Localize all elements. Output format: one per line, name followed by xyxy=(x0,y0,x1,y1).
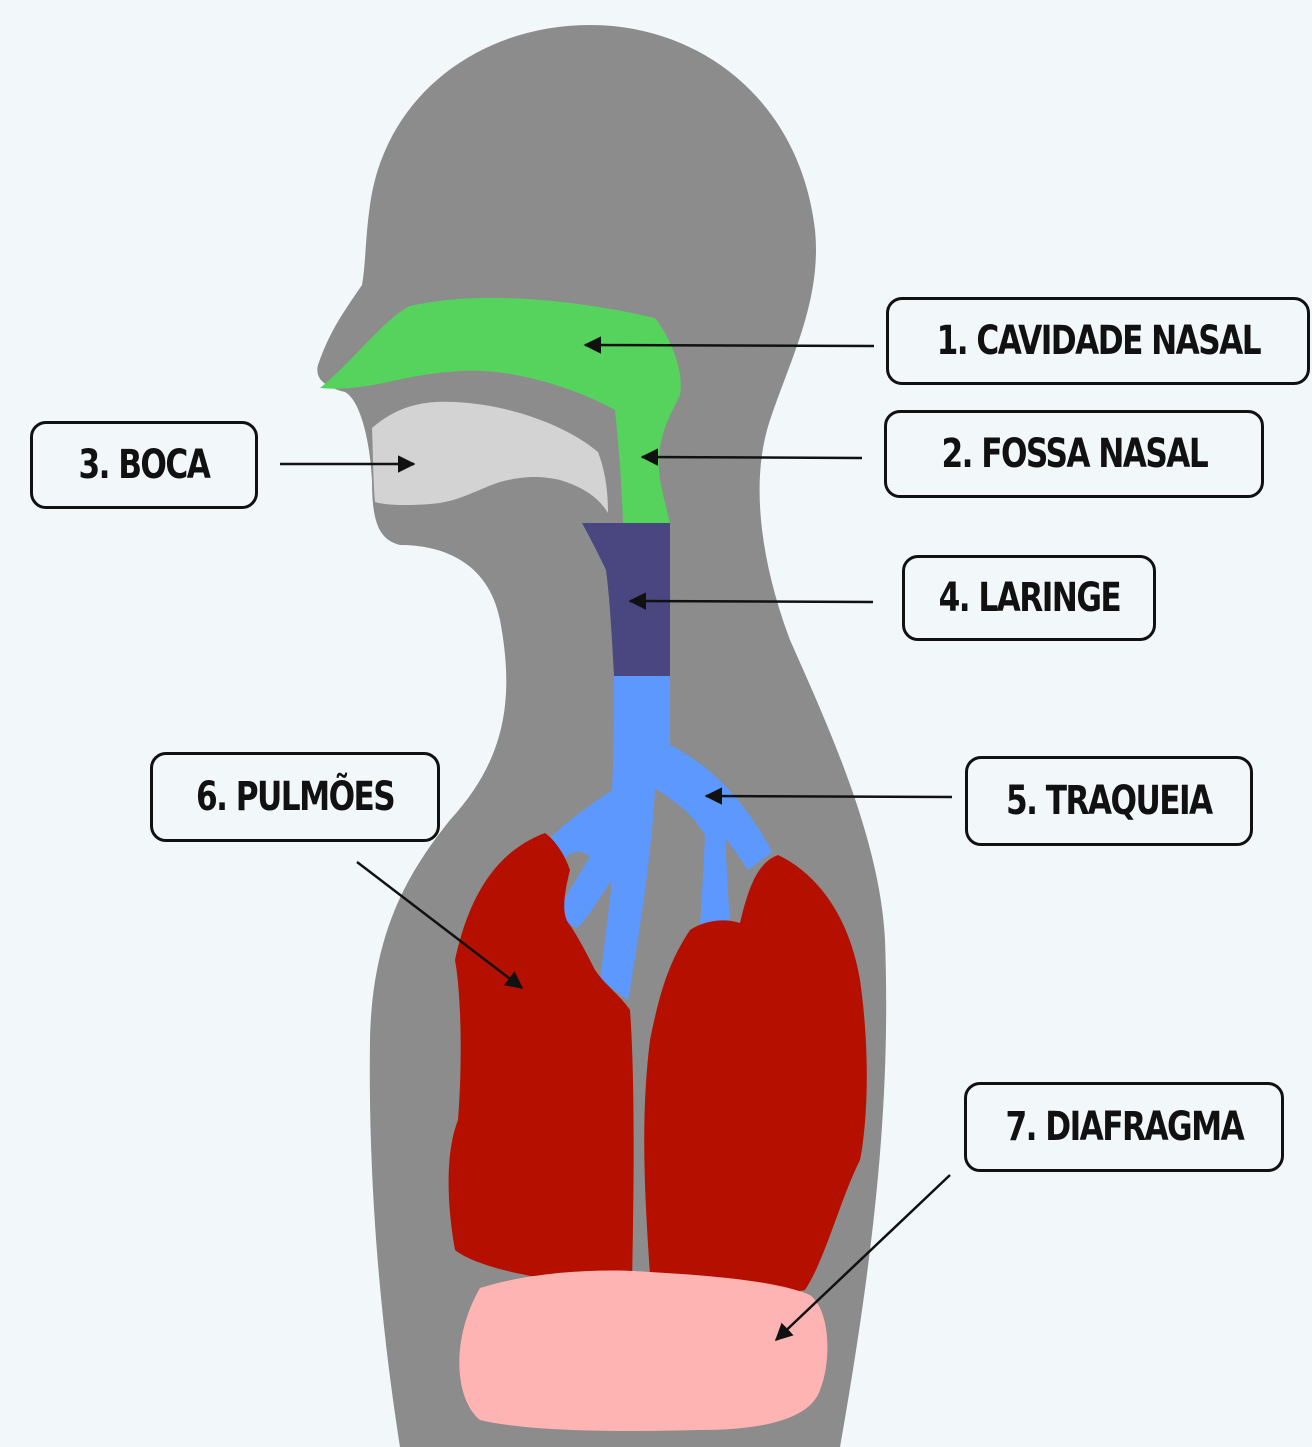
label-laringe: 4. LARINGE xyxy=(902,555,1156,641)
label-pulmoes: 6. PULMÕES xyxy=(150,752,440,842)
pointer-cavidade-nasal xyxy=(585,345,874,346)
label-fossa-nasal: 2. FOSSA NASAL xyxy=(884,410,1264,498)
label-pulmoes-text: 6. PULMÕES xyxy=(196,774,394,820)
label-laringe-text: 4. LARINGE xyxy=(938,575,1120,621)
label-diafragma: 7. DIAFRAGMA xyxy=(964,1082,1284,1172)
label-traqueia: 5. TRAQUEIA xyxy=(965,756,1253,846)
label-fossa-nasal-text: 2. FOSSA NASAL xyxy=(941,431,1207,477)
label-cavidade-nasal: 1. CAVIDADE NASAL xyxy=(886,297,1310,385)
label-boca-text: 3. BOCA xyxy=(79,442,210,488)
pointer-traqueia xyxy=(706,796,952,797)
label-boca: 3. BOCA xyxy=(30,421,258,509)
pointer-fossa-nasal xyxy=(642,457,862,458)
label-cavidade-nasal-text: 1. CAVIDADE NASAL xyxy=(936,318,1259,364)
label-traqueia-text: 5. TRAQUEIA xyxy=(1006,778,1212,824)
label-diafragma-text: 7. DIAFRAGMA xyxy=(1005,1104,1243,1150)
pointer-laringe xyxy=(630,601,873,602)
diaphragm xyxy=(459,1271,827,1431)
